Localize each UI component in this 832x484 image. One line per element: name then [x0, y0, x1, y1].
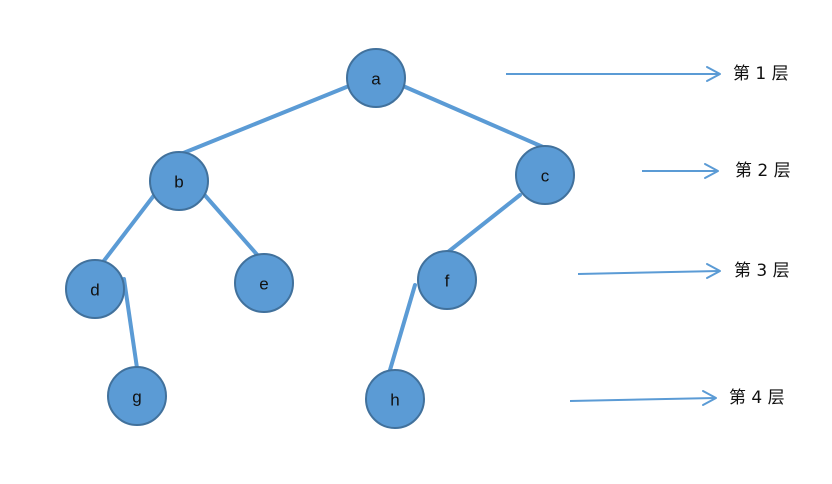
arrow-head-icon — [706, 66, 721, 82]
edge-c-f — [446, 193, 522, 254]
arrow-head-icon — [702, 390, 717, 406]
level-indicator-2: 第 2 层 — [642, 161, 791, 181]
node-circle-g — [107, 366, 167, 426]
node-label-h: h — [390, 391, 399, 410]
edge-d-g — [122, 277, 139, 370]
level-indicator-3: 第 3 层 — [577, 261, 790, 281]
node-circle-b — [149, 151, 209, 211]
node-label-e: e — [259, 275, 268, 294]
node-label-c: c — [541, 167, 550, 186]
level-arrow-line-3 — [577, 270, 720, 275]
tree-node-b: b — [149, 151, 209, 211]
node-circle-d — [65, 259, 125, 319]
tree-node-g: g — [107, 366, 167, 426]
tree-node-a: a — [346, 48, 406, 108]
arrow-head-icon — [706, 263, 721, 279]
tree-node-f: f — [417, 250, 477, 310]
tree-edges — [101, 84, 545, 372]
node-label-a: a — [371, 70, 381, 89]
level-arrow-line-4 — [569, 397, 716, 402]
tree-node-e: e — [234, 253, 294, 313]
node-label-g: g — [132, 388, 141, 407]
tree-nodes: a b c d e f g h — [65, 48, 575, 429]
node-label-b: b — [174, 173, 183, 192]
level-label-1: 第 1 层 — [733, 64, 789, 84]
tree-node-h: h — [365, 369, 425, 429]
edge-a-c — [401, 84, 545, 149]
edge-a-b — [169, 84, 351, 160]
level-label-2: 第 2 层 — [735, 161, 791, 181]
node-circle-f — [417, 250, 477, 310]
node-circle-c — [515, 145, 575, 205]
tree-node-d: d — [65, 259, 125, 319]
node-label-d: d — [90, 281, 99, 300]
edge-f-h — [388, 283, 417, 372]
tree-node-c: c — [515, 145, 575, 205]
level-indicator-1: 第 1 层 — [506, 64, 789, 84]
arrow-head-icon — [704, 163, 719, 179]
level-indicators: 第 1 层第 2 层第 3 层第 4 层 — [506, 64, 791, 408]
node-label-f: f — [445, 272, 450, 291]
level-indicator-4: 第 4 层 — [569, 388, 785, 408]
edge-b-e — [200, 190, 262, 260]
level-label-3: 第 3 层 — [734, 261, 790, 281]
node-circle-h — [365, 369, 425, 429]
node-circle-a — [346, 48, 406, 108]
edge-b-d — [101, 192, 157, 264]
level-label-4: 第 4 层 — [729, 388, 785, 408]
node-circle-e — [234, 253, 294, 313]
